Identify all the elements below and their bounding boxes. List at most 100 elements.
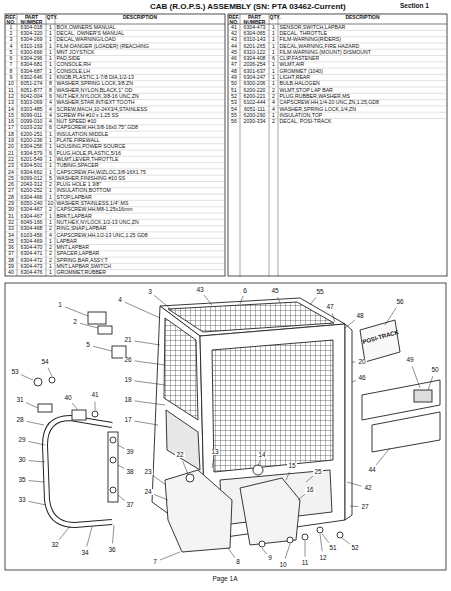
table-grid xyxy=(5,14,447,276)
leader-line xyxy=(118,445,124,449)
callout-number: 30 xyxy=(17,457,26,464)
quantity: 2 xyxy=(46,226,55,231)
part-description: INSULATION,MIDDLE xyxy=(57,132,109,137)
part-description: CAPSCREW,HH,3/8-16x0.75",GD8 xyxy=(57,125,138,130)
part-number: 6200-252 xyxy=(17,188,46,193)
part-number: 6099-012 xyxy=(17,176,46,181)
quantity: 1 xyxy=(46,69,55,74)
callout-number: 49 xyxy=(405,357,414,364)
part-description: LAPBAR xyxy=(57,239,77,244)
leader-line xyxy=(310,297,316,305)
ref-number: 3 xyxy=(5,37,17,42)
part-description: WLMT,LEVER,THROTTLE xyxy=(57,157,119,162)
leader-line xyxy=(135,401,165,405)
part-number: 6304-469 xyxy=(17,239,46,244)
ref-number: 18 xyxy=(5,132,17,137)
quantity: 6 xyxy=(46,94,55,99)
part-description: GROMMET,RUBBER xyxy=(57,270,107,275)
part-description: GROMMET (1040) xyxy=(280,69,323,74)
callout-number: 8 xyxy=(235,559,241,566)
callout-number: 37 xyxy=(125,502,134,509)
part-number: 6304-681 xyxy=(17,62,46,67)
part-number: 6304-470 xyxy=(17,245,46,250)
quantity: 1 xyxy=(46,132,55,137)
leader-line xyxy=(350,506,358,508)
quantity: 1 xyxy=(46,138,55,143)
quantity: 4 xyxy=(269,100,278,105)
ref-number: 27 xyxy=(5,188,17,193)
callout-number: 45 xyxy=(270,288,279,295)
part-number: 6304-579 xyxy=(17,151,46,156)
leader-line xyxy=(153,476,166,485)
part-description: DECAL, OWNER'S MANUAL xyxy=(57,31,125,36)
callout-number: 18 xyxy=(123,397,132,404)
column-header: DESCRIPTION xyxy=(279,15,447,20)
callout-number: 33 xyxy=(17,497,26,504)
part-number: 6304-468 xyxy=(17,226,46,231)
quantity: 1 xyxy=(46,270,55,275)
page-title: CAB (R.O.P.S.) ASSEMBLY (SN: PTA 03462-C… xyxy=(150,3,346,11)
part-description: DECAL, THROTTLE xyxy=(280,31,327,36)
part-description: DECAL, POSI-TRACK xyxy=(280,119,332,124)
leader-line xyxy=(332,313,335,322)
part-description: PAD,SIDE xyxy=(57,56,81,61)
part-description: PLUG,RUBBER,WASHER,MS xyxy=(280,94,350,99)
leader-lines xyxy=(21,295,433,560)
part-description: STOP,LAPBAR xyxy=(57,195,92,200)
quantity: 2 xyxy=(269,119,278,124)
part-description: FILM-WARNING (MOUNT) DISMOUNT xyxy=(280,50,371,55)
part-number: 6304-467 xyxy=(17,214,46,219)
quantity: 1 xyxy=(46,25,55,30)
ref-number: 29 xyxy=(5,201,17,206)
ref-number: 41 xyxy=(228,25,240,30)
part-description: WASHER,STAINLESS,1/4",MS xyxy=(57,201,129,206)
leader-line xyxy=(29,461,45,462)
part-number: 6304-467 xyxy=(17,207,46,212)
part-description: CONSOLE,RH xyxy=(57,62,91,67)
part-number: 6304-472 xyxy=(17,258,46,263)
part-description: PLATE,FIREWALL xyxy=(57,138,100,143)
leader-line xyxy=(240,296,243,304)
ref-number: 12 xyxy=(5,94,17,99)
leader-line xyxy=(212,459,214,468)
quantity: 1 xyxy=(46,37,55,42)
quantity: 6 xyxy=(46,151,55,156)
part-description: WASHER,FINISHING #10 SS xyxy=(57,176,126,181)
callout-number: 56 xyxy=(395,299,404,306)
leader-line xyxy=(125,302,160,318)
part-description: CAPSCREW,HH,M8-1.25x16mm xyxy=(57,207,133,212)
quantity: 6 xyxy=(46,125,55,130)
leader-line xyxy=(135,381,165,385)
leader-line xyxy=(80,323,98,328)
quantity: 2 xyxy=(46,182,55,187)
part-number: 6304-662 xyxy=(17,170,46,175)
callout-number: 20 xyxy=(357,359,366,366)
ref-number: 45 xyxy=(228,50,240,55)
part-number: 6304-018 xyxy=(17,25,46,30)
ref-number: 8 xyxy=(5,69,17,74)
part-number: 6200-236 xyxy=(17,138,46,143)
part-number: 6042-004 xyxy=(17,94,46,99)
part-description: DECAL,WARNING,FIRE HAZARD xyxy=(280,44,360,49)
part-description: FILM-DANGER (LOADER) (REACHING xyxy=(57,44,150,49)
ref-number: 42 xyxy=(228,31,240,36)
quantity: 1 xyxy=(46,44,55,49)
ref-number: 47 xyxy=(228,62,240,67)
part-description: TUBING,SPACER xyxy=(57,163,99,168)
quantity: 4 xyxy=(46,119,55,124)
ref-number: 9 xyxy=(5,75,17,80)
ref-number: 23 xyxy=(5,163,17,168)
callout-number: 50 xyxy=(430,367,439,374)
part-description: BOX,OWNERS MANUAL xyxy=(57,25,116,30)
callout-number: 31 xyxy=(15,397,24,404)
ref-number: 16 xyxy=(5,119,17,124)
leader-line xyxy=(376,448,390,465)
quantity: 1 xyxy=(46,31,55,36)
ref-number: 21 xyxy=(5,151,17,156)
quantity: 4 xyxy=(46,100,55,105)
quantity: 1 xyxy=(46,163,55,168)
part-number: 6304-687 xyxy=(17,69,46,74)
part-description: SPACER,LAPBAR xyxy=(57,251,100,256)
part-number: 6304-473 xyxy=(17,264,46,269)
leader-line xyxy=(28,501,46,505)
